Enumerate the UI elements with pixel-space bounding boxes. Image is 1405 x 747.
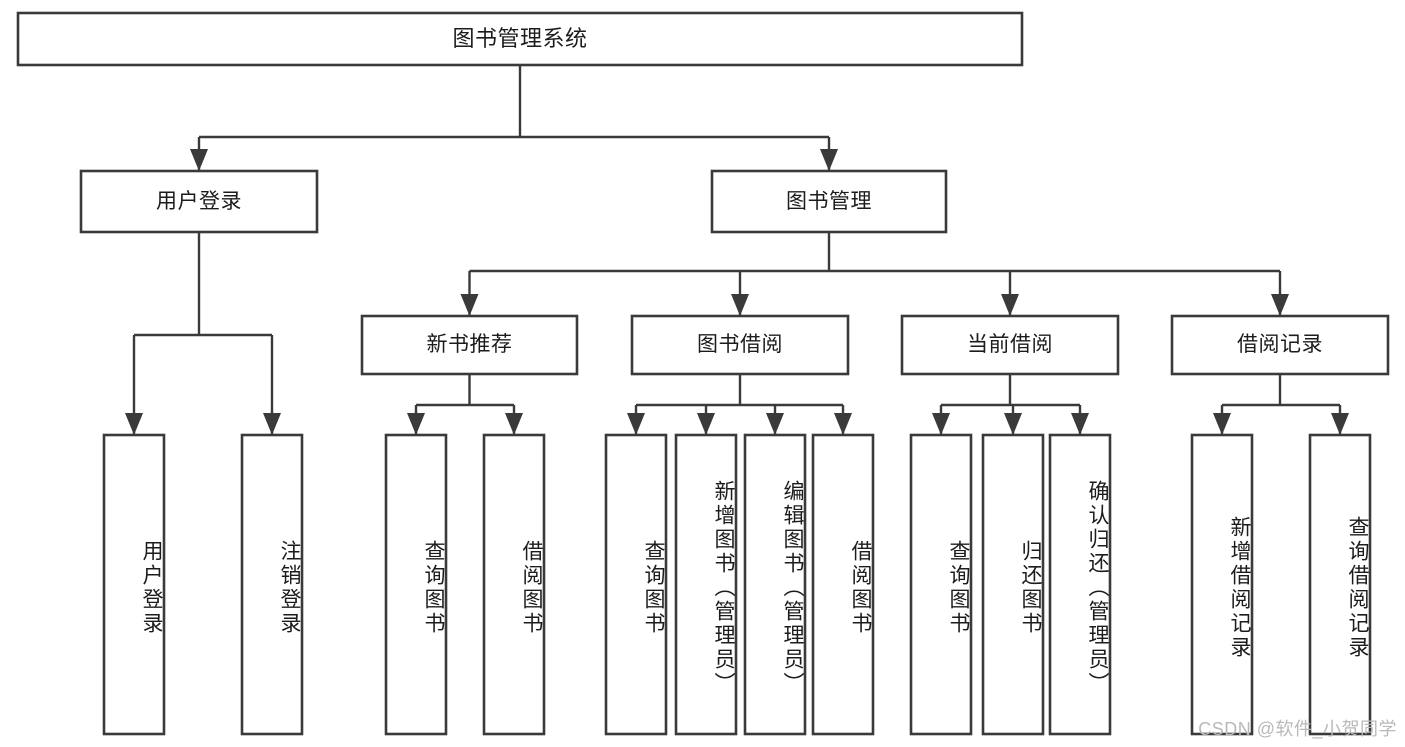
node-box-leaf-query-book-1[interactable] bbox=[384, 433, 448, 736]
node-box-layer bbox=[16, 11, 1390, 736]
node-box-leaf-return-book[interactable] bbox=[981, 433, 1045, 736]
node-box-leaf-query-book-3[interactable] bbox=[909, 433, 973, 736]
arrow-head-icon-leaf-user-logout bbox=[263, 413, 281, 435]
arrow-head-icon-leaf-borrow-book-2 bbox=[834, 413, 852, 435]
arrow-head-icon-new-book-recommend bbox=[460, 294, 479, 316]
node-box-user-login[interactable] bbox=[79, 169, 319, 234]
node-box-leaf-add-record[interactable] bbox=[1190, 433, 1254, 736]
node-box-book-manage[interactable] bbox=[710, 169, 948, 234]
node-box-borrow-record[interactable] bbox=[1170, 314, 1390, 376]
arrow-head-icon-leaf-query-record bbox=[1331, 413, 1349, 435]
arrow-head-icon-borrow-record bbox=[1271, 294, 1289, 316]
node-box-new-book-recommend[interactable] bbox=[360, 314, 579, 376]
arrow-head-icon-leaf-query-book-3 bbox=[932, 413, 950, 435]
node-box-root[interactable] bbox=[16, 11, 1024, 67]
node-box-leaf-edit-book[interactable] bbox=[743, 433, 807, 736]
arrow-head-icon-leaf-return-book bbox=[1004, 413, 1022, 435]
node-box-leaf-borrow-book-1[interactable] bbox=[482, 433, 546, 736]
node-box-leaf-query-book-2[interactable] bbox=[604, 433, 668, 736]
arrow-head-icon-user-login bbox=[190, 149, 208, 171]
arrow-head-icon-leaf-add-book bbox=[697, 413, 715, 435]
arrow-head-icon-leaf-add-record bbox=[1213, 413, 1231, 435]
arrow-head-icon-leaf-borrow-book-1 bbox=[505, 413, 523, 435]
node-box-leaf-user-logout[interactable] bbox=[240, 433, 304, 736]
watermark: CSDN @软件_小贺同学 bbox=[1198, 719, 1397, 739]
arrow-head-icon-leaf-confirm-return bbox=[1071, 413, 1089, 435]
arrow-head-icon-leaf-query-book-2 bbox=[627, 413, 645, 435]
node-box-leaf-user-login[interactable] bbox=[102, 433, 166, 736]
node-box-leaf-add-book[interactable] bbox=[674, 433, 738, 736]
arrow-head-icon-book-borrow bbox=[731, 294, 749, 316]
node-box-leaf-borrow-book-2[interactable] bbox=[811, 433, 875, 736]
arrow-head-icon-current-borrow bbox=[1001, 294, 1019, 316]
node-box-leaf-confirm-return[interactable] bbox=[1048, 433, 1112, 736]
connector-layer bbox=[125, 65, 1349, 435]
arrow-head-icon-book-manage bbox=[820, 149, 838, 171]
arrow-head-icon-leaf-user-login bbox=[125, 413, 143, 435]
arrow-head-icon-leaf-edit-book bbox=[766, 413, 784, 435]
arrow-head-icon-leaf-query-book-1 bbox=[407, 413, 425, 435]
node-box-leaf-query-record[interactable] bbox=[1308, 433, 1372, 736]
node-box-book-borrow[interactable] bbox=[630, 314, 850, 376]
node-box-current-borrow[interactable] bbox=[900, 314, 1120, 376]
